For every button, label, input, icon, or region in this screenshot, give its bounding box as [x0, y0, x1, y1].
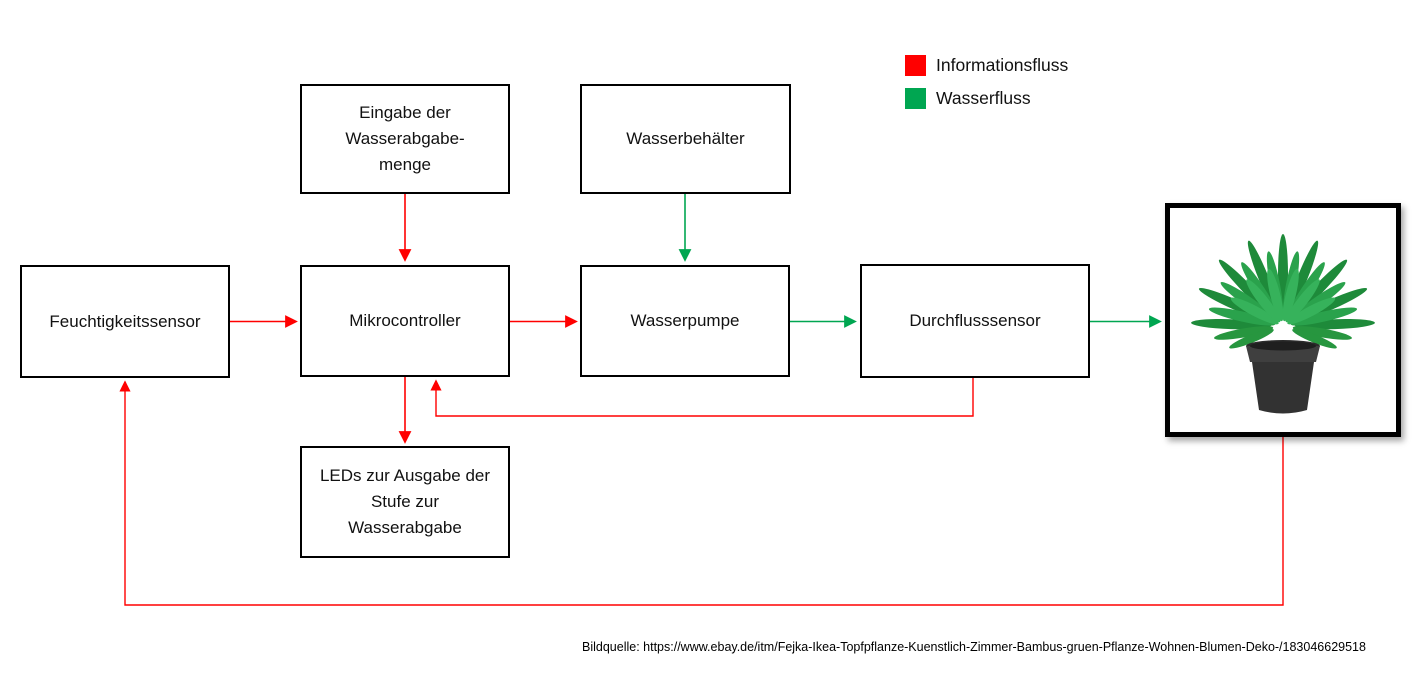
- node-wasserbehaelter: Wasserbehälter: [580, 84, 791, 194]
- edge-durchflusssensor-to-mikrocontroller: [430, 378, 974, 417]
- node-wasserpumpe: Wasserpumpe: [580, 265, 790, 377]
- node-mikrocontroller: Mikrocontroller: [300, 265, 510, 377]
- node-label: Durchflusssensor: [909, 311, 1041, 330]
- node-label: Wasserpumpe: [630, 311, 740, 330]
- legend-label-wasserfluss: Wasserfluss: [936, 88, 1031, 108]
- node-eingabe-wasserabgabemenge: Eingabe der Wasserabgabe- menge: [300, 84, 510, 194]
- plant-photo-frame: [1165, 203, 1401, 437]
- node-label: Eingabe der Wasserabgabe- menge: [345, 103, 465, 174]
- node-durchflusssensor: Durchflusssensor: [860, 264, 1090, 378]
- legend-item-wasserfluss: Wasserfluss: [905, 88, 1068, 109]
- potted-plant-image: [1191, 234, 1375, 414]
- node-feuchtigkeitssensor: Feuchtigkeitssensor: [20, 265, 230, 378]
- node-leds-wasserabgabe: LEDs zur Ausgabe der Stufe zur Wasserabg…: [300, 446, 510, 558]
- legend: Informationsfluss Wasserfluss: [905, 55, 1068, 121]
- node-label: Mikrocontroller: [349, 311, 461, 330]
- informationsfluss-color-swatch: [905, 55, 926, 76]
- legend-item-informationsfluss: Informationsfluss: [905, 55, 1068, 76]
- node-label: Feuchtigkeitssensor: [49, 311, 201, 331]
- edge-pflanze-to-feuchtigkeitssensor: [119, 380, 1284, 606]
- image-source-caption: Bildquelle: https://www.ebay.de/itm/Fejk…: [582, 640, 1366, 654]
- wasserfluss-color-swatch: [905, 88, 926, 109]
- node-label: LEDs zur Ausgabe der Stufe zur Wasserabg…: [319, 466, 491, 537]
- node-label: Wasserbehälter: [626, 129, 745, 148]
- legend-label-informationsfluss: Informationsfluss: [936, 55, 1069, 75]
